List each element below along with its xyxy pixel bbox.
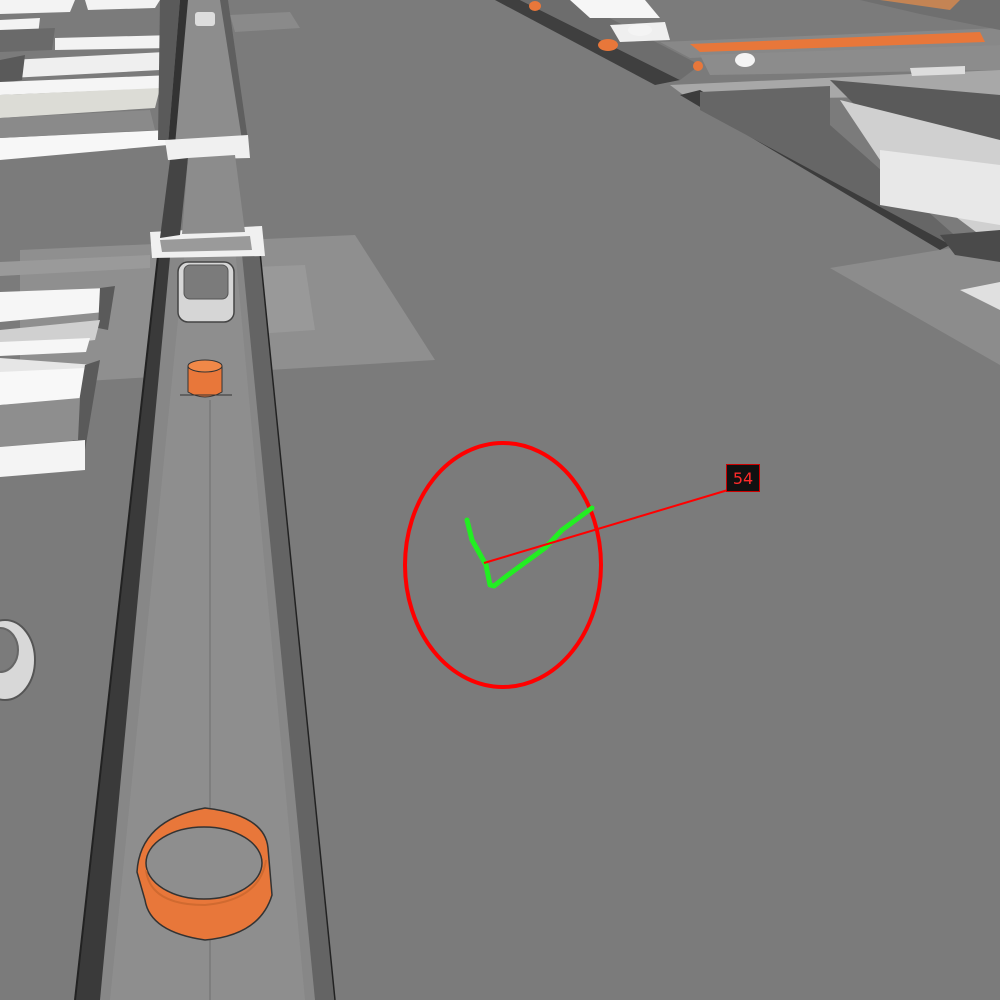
floor-panel bbox=[830, 240, 1000, 365]
marker-label-text: 54 bbox=[732, 468, 754, 488]
marker-label[interactable]: 54 bbox=[726, 464, 760, 492]
small-orange-cylinder bbox=[180, 359, 232, 398]
target-ellipse bbox=[403, 441, 603, 689]
left-top-blocks bbox=[0, 0, 185, 160]
right-top-structure bbox=[495, 0, 1000, 310]
check-stroke bbox=[464, 505, 595, 589]
annotation-overlay bbox=[403, 441, 729, 689]
floor-panel bbox=[230, 12, 300, 32]
leader-line bbox=[483, 489, 729, 564]
rect-cup bbox=[177, 261, 235, 323]
upper-channel bbox=[160, 0, 250, 238]
ring-object bbox=[0, 619, 36, 701]
large-orange-ring bbox=[136, 807, 273, 941]
left-mid-blocks bbox=[0, 255, 150, 477]
conveyor-channel bbox=[74, 226, 336, 1000]
